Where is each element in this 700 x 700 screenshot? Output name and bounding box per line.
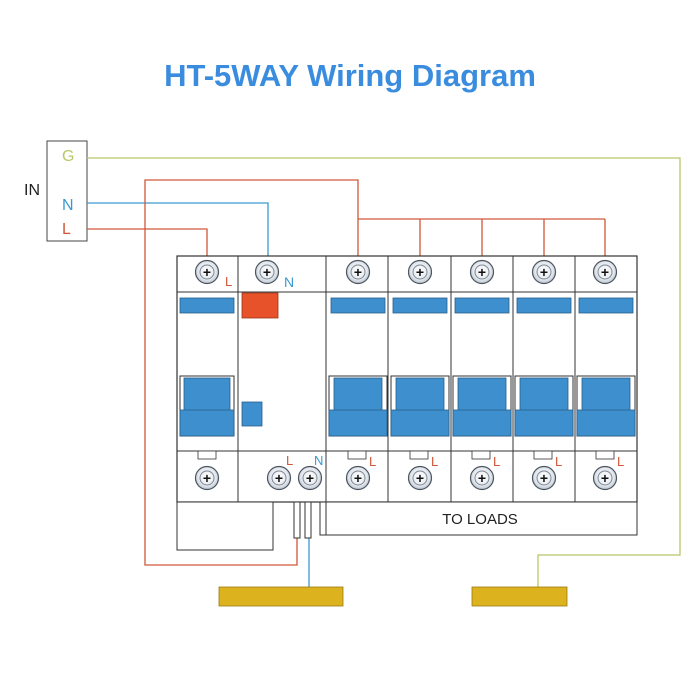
screw-terminal-icon[interactable]: + (266, 465, 292, 491)
branch-breaker-handle[interactable] (581, 377, 631, 413)
input-terminal-n: N (62, 197, 74, 214)
svg-text:+: + (478, 264, 486, 280)
neutral-input-wire (87, 202, 269, 258)
svg-text:+: + (416, 470, 424, 486)
main-bottom-l-label: L (286, 453, 293, 468)
svg-text:+: + (478, 470, 486, 486)
svg-text:+: + (203, 470, 211, 486)
input-terminal-g: G (62, 148, 74, 165)
ground-busbar (471, 586, 568, 607)
svg-text:+: + (354, 264, 362, 280)
neutral-busbar (218, 586, 344, 607)
screw-terminal-icon[interactable]: + (345, 259, 371, 285)
input-terminal-l: L (62, 221, 71, 238)
screw-terminal-icon[interactable]: + (469, 465, 495, 491)
main-lower-panel (176, 501, 274, 551)
loads-label: TO LOADS (442, 511, 518, 528)
svg-text:+: + (540, 264, 548, 280)
screw-terminal-icon[interactable]: + (592, 259, 618, 285)
main-top-l-label: L (225, 274, 232, 289)
branch-breaker-handle[interactable] (333, 377, 383, 413)
screw-terminal-icon[interactable]: + (407, 259, 433, 285)
trip-indicator (241, 292, 279, 319)
input-terminal-block (46, 140, 88, 242)
svg-text:+: + (203, 264, 211, 280)
ground-wire (87, 157, 681, 587)
main-bottom-n-label: N (314, 453, 323, 468)
screw-terminal-icon[interactable]: + (194, 259, 220, 285)
input-label: IN (24, 182, 40, 199)
branch-1-l-label: L (369, 454, 376, 469)
branch-2-l-label: L (431, 454, 438, 469)
loads-panel (319, 501, 638, 536)
page-title: HT-5WAY Wiring Diagram (164, 58, 536, 93)
branch-4-l-label: L (555, 454, 562, 469)
svg-text:+: + (306, 470, 314, 486)
screw-terminal-icon[interactable]: + (592, 465, 618, 491)
screw-terminal-icon[interactable]: + (469, 259, 495, 285)
test-button[interactable] (241, 401, 263, 427)
screw-terminal-icon[interactable]: + (297, 465, 323, 491)
branch-breaker-handle[interactable] (519, 377, 569, 413)
branch-3-l-label: L (493, 454, 500, 469)
live-input-wire (87, 228, 208, 258)
branch-breaker-4 (514, 297, 574, 460)
main-breaker-handle[interactable] (183, 377, 231, 413)
svg-text:+: + (275, 470, 283, 486)
svg-text:+: + (263, 264, 271, 280)
screw-terminal-icon[interactable]: + (254, 259, 280, 285)
svg-text:+: + (601, 470, 609, 486)
screw-terminal-icon[interactable]: + (407, 465, 433, 491)
branch-breaker-1 (328, 297, 388, 460)
screw-terminal-icon[interactable]: + (194, 465, 220, 491)
branch-breaker-handle[interactable] (457, 377, 507, 413)
main-top-n-label: N (284, 274, 294, 290)
branch-breaker-2 (390, 297, 450, 460)
svg-text:+: + (416, 264, 424, 280)
live-bus-wire (144, 179, 359, 566)
branch-5-l-label: L (617, 454, 624, 469)
branch-breaker-handle[interactable] (395, 377, 445, 413)
svg-text:+: + (354, 470, 362, 486)
screw-terminal-icon[interactable]: + (531, 465, 557, 491)
branch-breaker-5 (576, 297, 636, 460)
svg-text:+: + (540, 470, 548, 486)
screw-terminal-icon[interactable]: + (531, 259, 557, 285)
branch-breaker-3 (452, 297, 512, 460)
svg-text:+: + (601, 264, 609, 280)
screw-terminal-icon[interactable]: + (345, 465, 371, 491)
